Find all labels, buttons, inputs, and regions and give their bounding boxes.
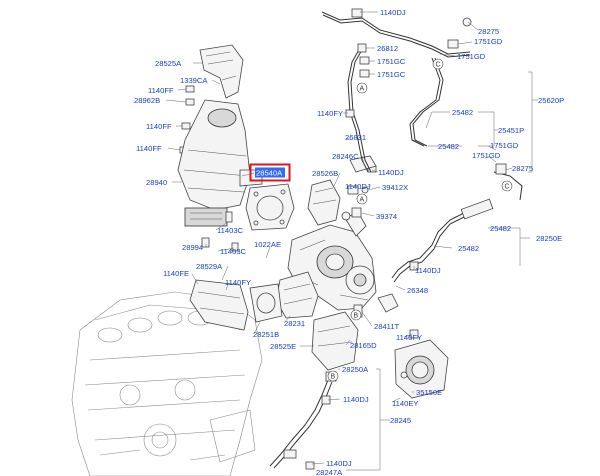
coolant-pipes <box>321 11 523 283</box>
callout-a-2-text: A <box>360 197 365 204</box>
part-label[interactable]: 28962B <box>134 96 160 105</box>
selection-highlight-box[interactable] <box>249 163 291 182</box>
callout-a-1-text: A <box>360 86 365 93</box>
part-label[interactable]: 28275 <box>478 27 499 36</box>
part-label[interactable]: 1140FE <box>163 269 189 278</box>
leader-lines <box>165 11 538 471</box>
gasket-28251B <box>249 283 283 323</box>
turbo-gasket <box>245 183 295 231</box>
part-labels: 1140DJ 28275 1751GD 26812 1751GD 1751GC … <box>134 8 564 476</box>
part-label-selected[interactable]: 28540A <box>256 169 283 178</box>
part-label[interactable]: 28940 <box>146 178 167 187</box>
selection-text-fill <box>255 167 285 178</box>
part-label[interactable]: 25482 <box>452 108 473 117</box>
part-label[interactable]: 1140FF <box>148 86 174 95</box>
part-label[interactable]: 25620P <box>538 96 564 105</box>
callout-b-1-text: B <box>354 313 359 320</box>
part-label[interactable]: 1751GC <box>377 70 406 79</box>
part-label[interactable]: 1140DJ <box>345 182 371 191</box>
callout-b-2 <box>327 370 339 382</box>
callout-b-1 <box>350 309 362 321</box>
part-label[interactable]: 1140FY <box>317 109 343 118</box>
callout-markers: A A C C B B <box>327 58 513 382</box>
part-label[interactable]: 39412X <box>382 183 408 192</box>
callout-c-2-text: C <box>505 184 510 191</box>
part-label[interactable]: 28165D <box>350 341 377 350</box>
bracket-28411T <box>377 293 399 313</box>
engine-block-drawing <box>71 291 263 476</box>
part-label[interactable]: 26831 <box>345 133 366 142</box>
part-label[interactable]: 28250A <box>342 365 369 374</box>
part-label[interactable]: 11403C <box>217 226 244 235</box>
upper-heat-shield <box>199 44 244 99</box>
part-label[interactable]: 1751GD <box>474 37 503 46</box>
bolt-1140FY-lower <box>409 329 419 339</box>
part-label[interactable]: 1140FY <box>225 278 251 287</box>
part-label[interactable]: 35150E <box>416 388 442 397</box>
callout-c-2 <box>501 180 513 192</box>
part-label[interactable]: 1140DJ <box>343 395 369 404</box>
part-label[interactable]: 28526B <box>312 169 338 178</box>
intake-pipe-lower <box>269 371 337 470</box>
part-label[interactable]: 1751GD <box>490 141 519 150</box>
part-label[interactable]: 1140FY <box>396 333 422 342</box>
part-label[interactable]: 28529A <box>196 262 223 271</box>
part-label[interactable]: 1339CA <box>180 76 208 85</box>
part-label[interactable]: 25482 <box>490 224 511 233</box>
part-label[interactable]: 28246C <box>332 152 359 161</box>
heat-shield-28529A <box>189 279 249 331</box>
part-label[interactable]: 1140FF <box>136 144 162 153</box>
part-label[interactable]: 1140DJ <box>380 8 406 17</box>
part-label[interactable]: 28525E <box>270 342 296 351</box>
part-label[interactable]: 28994 <box>182 243 203 252</box>
part-label[interactable]: 1022AE <box>254 240 281 249</box>
part-label[interactable]: 28275 <box>512 164 533 173</box>
part-label[interactable]: 25451P <box>498 126 524 135</box>
callout-b-2-text: B <box>331 374 336 381</box>
exhaust-elbow-28231 <box>275 271 319 319</box>
part-label[interactable]: 28411T <box>374 322 400 331</box>
heat-shield-28525E <box>311 311 359 371</box>
part-label[interactable]: 1140DJ <box>326 459 352 468</box>
part-label[interactable]: 1140FF <box>146 122 172 131</box>
part-label[interactable]: 11403C <box>220 247 247 256</box>
part-label[interactable]: 28250E <box>536 234 562 243</box>
part-label[interactable]: 28247A <box>316 468 343 476</box>
part-label[interactable]: 26812 <box>377 44 398 53</box>
callout-c-1-text: C <box>436 62 441 69</box>
part-label[interactable]: 28525A <box>155 59 182 68</box>
part-label[interactable]: 1140DJ <box>415 266 441 275</box>
bolt-group-converter-bottom <box>201 211 239 252</box>
part-label[interactable]: 1751GD <box>457 52 486 61</box>
callout-a-1 <box>356 82 368 94</box>
part-label[interactable]: 26348 <box>407 286 428 295</box>
sensor-connectors <box>341 155 377 221</box>
part-label[interactable]: 25482 <box>438 142 459 151</box>
part-label[interactable]: 25482 <box>458 244 479 253</box>
part-label[interactable]: 1751GD <box>472 151 501 160</box>
part-label[interactable]: 28231 <box>284 319 305 328</box>
turbo-heat-shield <box>307 179 341 226</box>
part-label[interactable]: 28245 <box>390 416 411 425</box>
part-label[interactable]: 39374 <box>376 212 397 221</box>
part-label[interactable]: 1140DJ <box>378 168 404 177</box>
callout-a-2 <box>356 193 368 205</box>
part-label[interactable]: 1140EY <box>392 399 418 408</box>
part-label[interactable]: 1751GC <box>377 57 406 66</box>
throttle-body <box>394 339 449 399</box>
callout-c-1 <box>432 58 444 70</box>
part-label[interactable]: 28251B <box>253 330 279 339</box>
